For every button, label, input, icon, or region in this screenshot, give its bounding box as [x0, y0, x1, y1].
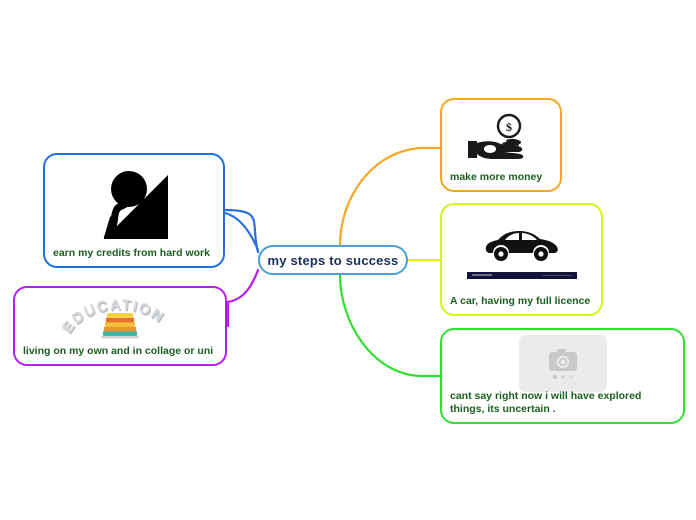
- central-node[interactable]: my steps to success: [258, 245, 408, 275]
- education-3d-text-icon: EDUCATION EDUCATION: [59, 298, 167, 339]
- node-a-car[interactable]: A car, having my full licence: [440, 203, 603, 316]
- node-label-make-more-money: make more money: [450, 170, 543, 183]
- node-label-a-car: A car, having my full licence: [450, 294, 591, 307]
- education-books-icon: EDUCATION EDUCATION: [59, 298, 181, 341]
- node-label-line-2: things, its uncertain .: [450, 402, 556, 415]
- placeholder-dots: [552, 375, 573, 380]
- node-label-earn-my-credits: earn my credits from hard work: [53, 246, 210, 259]
- node-living-on-my-own[interactable]: EDUCATION EDUCATION living on my own and…: [13, 286, 227, 366]
- node-media-credits: [53, 163, 215, 247]
- connector-credits-final: [223, 211, 260, 252]
- connector-future: [338, 273, 442, 378]
- node-uncertain-future[interactable]: cant say right now i will have explored …: [440, 328, 685, 424]
- node-label-uncertain-future: cant say right now i will have explored …: [450, 390, 675, 416]
- car-image-footer-bar: [466, 272, 577, 280]
- car-silhouette-icon: [485, 231, 558, 262]
- node-media-money: $: [450, 108, 552, 171]
- person-pushing-boulder-uphill-icon: [103, 170, 168, 240]
- node-earn-my-credits[interactable]: earn my credits from hard work: [43, 153, 225, 268]
- node-media-future: [450, 335, 675, 393]
- car-image-wrap: [450, 228, 593, 280]
- connector-money: [338, 146, 442, 247]
- central-node-label: my steps to success: [267, 252, 399, 268]
- connector-living: [226, 268, 260, 304]
- node-label-line-1: cant say right now i will have explored: [450, 389, 642, 402]
- connector-credits: [223, 208, 260, 254]
- node-label-living-on-my-own: living on my own and in collage or uni: [23, 344, 214, 357]
- node-media-living: EDUCATION EDUCATION: [23, 296, 217, 345]
- hand-holding-coin-icon: $: [468, 114, 524, 160]
- broken-image-placeholder-icon: [518, 335, 607, 393]
- svg-text:$: $: [506, 120, 512, 134]
- node-media-car: [450, 213, 593, 295]
- camera-icon: [548, 349, 577, 372]
- node-make-more-money[interactable]: $ make more money: [440, 98, 562, 192]
